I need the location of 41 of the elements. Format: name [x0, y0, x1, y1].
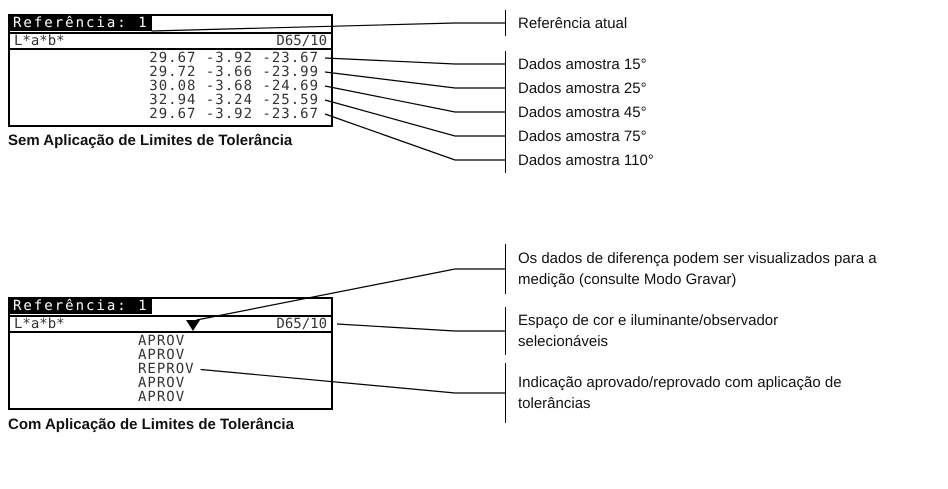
- illuminant-label: D65/10: [276, 317, 327, 331]
- color-space-label: L*a*b*: [14, 34, 65, 48]
- callout-text: Os dados de diferença podem ser visualizados para a medição (consulte Modo Gravar): [505, 244, 923, 294]
- data-row: 29.72 -3.66 -23.99: [10, 65, 319, 80]
- callout-text: Dados amostra 15°: [505, 51, 805, 77]
- leader-line: [324, 71, 505, 89]
- status-bar: [10, 315, 331, 333]
- display-screen: [8, 297, 333, 410]
- screen-label: Sem Aplicação de Limites de Tolerância: [8, 131, 292, 151]
- result-label: APROV: [138, 376, 186, 391]
- leader-line: [336, 323, 505, 332]
- data-row: 30.08 -3.68 -24.69: [10, 79, 319, 94]
- result-label: APROV: [138, 348, 186, 363]
- leader-line: [200, 368, 505, 394]
- down-triangle-icon: [186, 320, 200, 331]
- leader-line: [324, 57, 505, 65]
- callout-text: Indicação aprovado/reprovado com aplicação de tolerâncias: [505, 363, 890, 423]
- status-bar: [10, 32, 331, 50]
- callout-text: Dados amostra 25°: [505, 75, 805, 101]
- callout-text: Espaço de cor e iluminante/observador selecionáveis: [505, 307, 825, 355]
- data-row: 32.94 -3.24 -25.59: [10, 93, 319, 108]
- callout-text: Referência atual: [505, 10, 805, 36]
- display-screen: [8, 14, 333, 127]
- result-label: REPROV: [138, 362, 195, 377]
- callout-text: Dados amostra 45°: [505, 99, 805, 125]
- callout-text: Dados amostra 75°: [505, 123, 805, 149]
- header-label: Referência: 1: [10, 299, 152, 314]
- callout-text: Dados amostra 110°: [505, 147, 805, 173]
- leader-line: [196, 268, 505, 321]
- screen-label: Com Aplicação de Limites de Tolerância: [8, 415, 294, 435]
- leader-line: [324, 85, 505, 113]
- leader-line: [152, 22, 505, 32]
- leader-line: [324, 99, 505, 137]
- data-row: 29.67 -3.92 -23.67: [10, 107, 319, 122]
- illuminant-label: D65/10: [276, 34, 327, 48]
- leader-line: [324, 113, 505, 161]
- result-label: APROV: [138, 390, 186, 405]
- header-label: Referência: 1: [10, 16, 152, 31]
- color-space-label: L*a*b*: [14, 317, 65, 331]
- result-label: APROV: [138, 334, 186, 349]
- data-row: 29.67 -3.92 -23.67: [10, 51, 319, 66]
